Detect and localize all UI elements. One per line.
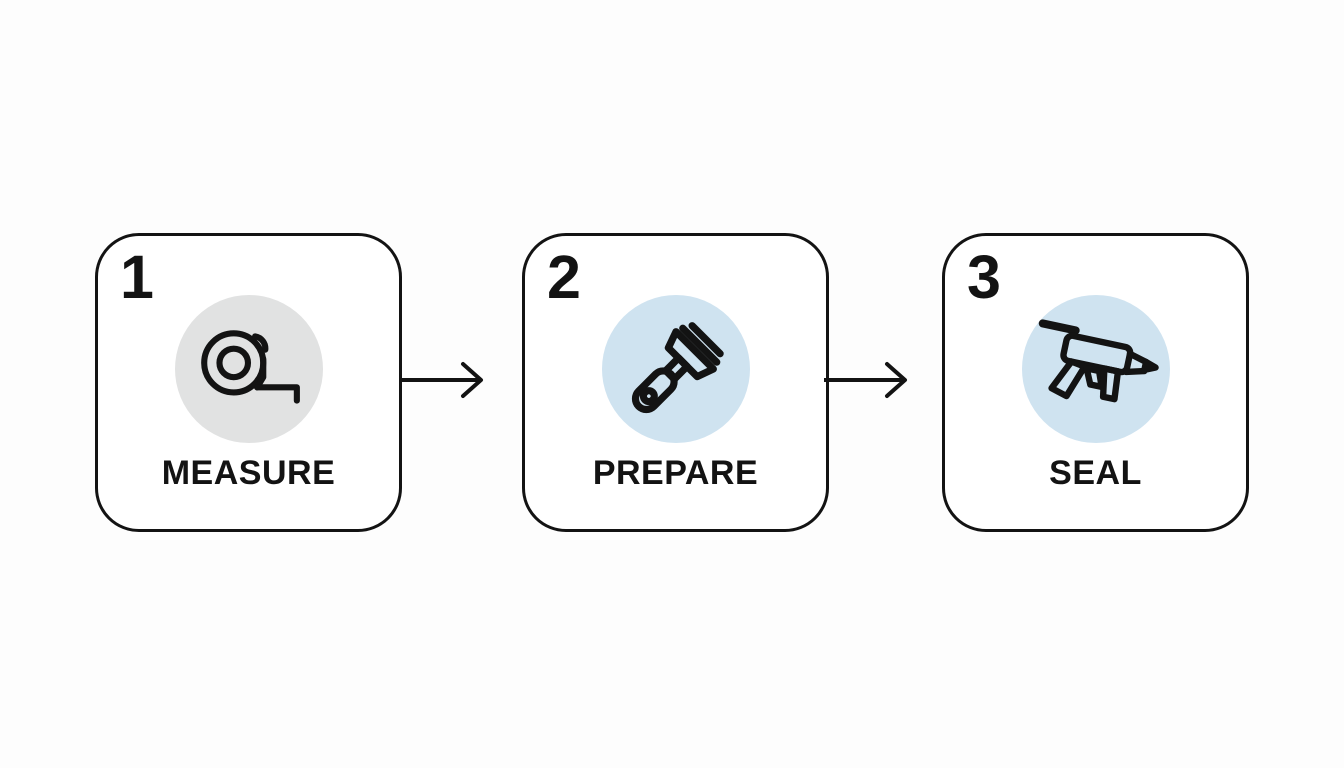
tape-measure-icon xyxy=(200,330,300,404)
step-label: SEAL xyxy=(1049,454,1142,492)
step-number: 1 xyxy=(120,243,154,311)
icon-circle xyxy=(1021,295,1170,443)
caulk-gun-icon xyxy=(1038,319,1159,403)
step-number: 3 xyxy=(967,243,1001,311)
step-label: MEASURE xyxy=(161,454,336,492)
step-number: 2 xyxy=(547,243,581,311)
scraper-icon xyxy=(631,322,724,414)
icon-circle xyxy=(601,295,750,443)
icon-circle xyxy=(174,295,323,443)
arrow-right-icon xyxy=(824,362,907,398)
step-card-seal: 3 SEAL xyxy=(942,233,1249,532)
step-label: PREPARE xyxy=(592,454,759,492)
arrow-right-icon xyxy=(400,362,483,398)
step-card-measure: 1 MEASURE xyxy=(95,233,402,532)
step-card-prepare: 2 PREPARE xyxy=(522,233,829,532)
